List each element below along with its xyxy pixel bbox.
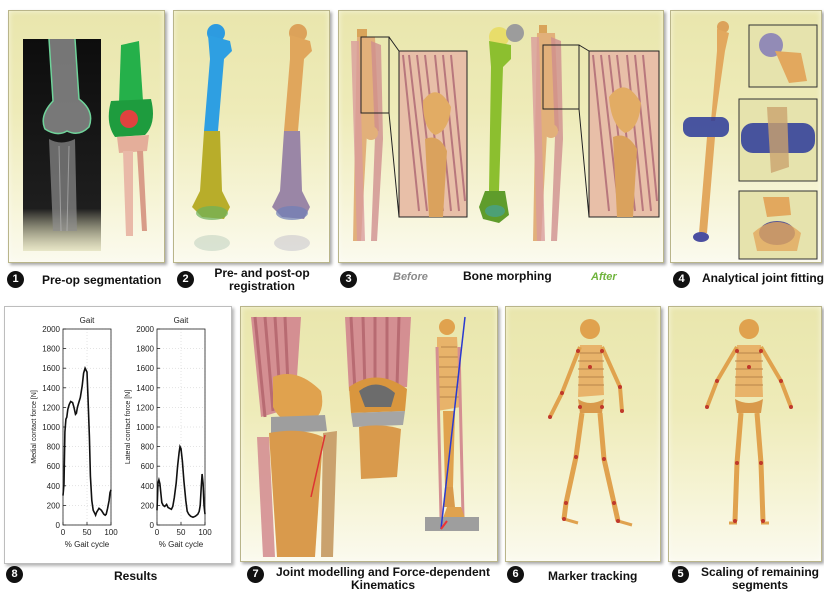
knee-close-up	[251, 317, 337, 557]
y-tick-label: 1600	[136, 364, 154, 373]
after-label: After	[591, 271, 617, 283]
panel-registration	[173, 10, 330, 263]
panel-pre-op-segmentation	[8, 10, 165, 263]
step-number-badge: 5	[672, 566, 689, 583]
segmented-femur	[119, 41, 143, 103]
step-number-badge: 7	[247, 566, 264, 583]
y-tick-label: 400	[141, 482, 155, 491]
fitted-cylinder	[683, 117, 729, 137]
panel-marker-tracking	[505, 306, 661, 562]
before-zoom-inset	[399, 51, 467, 217]
step-label-line2: segments	[696, 579, 824, 592]
registered-femur-right	[284, 35, 312, 131]
y-tick-label: 200	[141, 501, 155, 510]
step-number-badge: 8	[6, 566, 23, 583]
y-tick-label: 800	[47, 443, 61, 452]
walking-skeleton	[550, 319, 632, 525]
x-axis-label: % Gait cycle	[65, 540, 110, 549]
x-tick-label: 50	[177, 528, 186, 537]
registered-femur-left	[204, 35, 232, 131]
before-label: Before	[393, 271, 428, 283]
x-tick-label: 0	[155, 528, 160, 537]
step-label: Bone morphing	[463, 270, 552, 283]
y-tick-label: 1800	[42, 345, 60, 354]
morphed-femur	[479, 24, 524, 223]
x-tick-label: 0	[61, 528, 66, 537]
joint-modelling-illustration	[241, 307, 498, 562]
y-tick-label: 600	[47, 462, 61, 471]
registration-illustration	[174, 11, 330, 263]
after-leg-model	[531, 25, 563, 241]
y-tick-label: 1000	[42, 423, 60, 432]
y-tick-label: 1400	[42, 384, 60, 393]
x-tick-label: 100	[198, 528, 212, 537]
panel-joint-fitting	[670, 10, 822, 263]
scaling-illustration	[669, 307, 822, 562]
y-axis-label: Lateral contact force [N]	[125, 390, 132, 464]
step-number-badge: 3	[340, 271, 357, 288]
fitted-femur	[711, 29, 729, 121]
standing-skeleton	[707, 319, 791, 523]
y-tick-label: 800	[141, 443, 155, 452]
y-tick-label: 1200	[42, 403, 60, 412]
y-tick-label: 2000	[136, 325, 154, 334]
y-tick-label: 1600	[42, 364, 60, 373]
segmentation-illustration	[9, 11, 165, 263]
panel-results: 0 200 400 600 800 1000 1200 1400 1600 1800 2000 0 50…	[4, 306, 232, 564]
step-label: Scaling of remaining segments	[696, 566, 824, 592]
y-tick-label: 400	[47, 482, 61, 491]
panel-scaling	[668, 306, 822, 562]
step-label: Pre-op segmentation	[42, 274, 161, 287]
step-label: Analytical joint fitting	[702, 272, 824, 285]
after-zoom-inset	[589, 51, 659, 217]
y-tick-label: 2000	[42, 325, 60, 334]
contact-force-charts: 0 200 400 600 800 1000 1200 1400 1600 1800 2000 0 50…	[5, 307, 231, 563]
panel-joint-modelling	[240, 306, 498, 562]
step-label: Marker tracking	[548, 570, 637, 583]
step-number-badge: 1	[7, 271, 24, 288]
y-tick-label: 200	[47, 501, 61, 510]
step-label: Pre- and post-op registration	[202, 267, 322, 293]
step-label: Joint modelling and Force-dependent Kine…	[268, 566, 498, 592]
y-tick-label: 1400	[136, 384, 154, 393]
marker-tracking-illustration	[506, 307, 661, 562]
tibia	[269, 431, 323, 557]
x-tick-label: 50	[83, 528, 92, 537]
step-number-badge: 2	[177, 271, 194, 288]
step-label-line2: Kinematics	[268, 579, 498, 592]
y-tick-label: 600	[141, 462, 155, 471]
y-tick-label: 1800	[136, 345, 154, 354]
x-tick-label: 100	[104, 528, 118, 537]
x-axis-label: % Gait cycle	[159, 540, 204, 549]
chart-title: Gait	[80, 316, 95, 325]
force-series-line	[63, 368, 111, 515]
step-number-badge: 4	[673, 271, 690, 288]
before-leg-model	[351, 29, 383, 241]
bone-morphing-illustration	[339, 11, 664, 263]
chart-title: Gait	[174, 316, 189, 325]
y-axis-label: Medial contact force [N]	[31, 390, 38, 464]
full-leg-skeleton	[425, 317, 479, 531]
knee-front-view	[345, 317, 411, 479]
joint-fitting-illustration	[671, 11, 822, 263]
step-number-badge: 6	[507, 566, 524, 583]
step-label-line2: registration	[202, 280, 322, 293]
panel-bone-morphing	[338, 10, 664, 263]
step-label: Results	[114, 570, 157, 583]
y-tick-label: 1000	[136, 423, 154, 432]
y-tick-label: 1200	[136, 403, 154, 412]
